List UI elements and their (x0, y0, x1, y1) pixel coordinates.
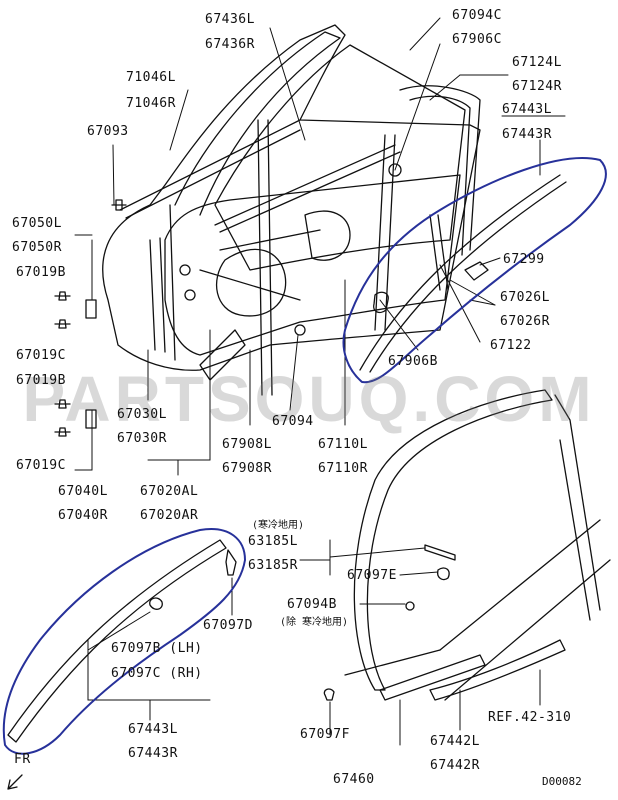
door-assembly (102, 24, 481, 396)
part-67443L-upper[interactable]: 67443L (502, 102, 552, 117)
part-63185L[interactable]: 63185L (248, 534, 298, 549)
part-67050L[interactable]: 67050L (12, 216, 62, 231)
part-67124R[interactable]: 67124R (512, 79, 562, 94)
reference-label[interactable]: REF.42-310 (488, 710, 572, 725)
part-67019B-1[interactable]: 67019B (16, 265, 66, 280)
part-63185R[interactable]: 63185R (248, 558, 298, 573)
part-67436R[interactable]: 67436R (205, 37, 255, 52)
note-except-cold-region: (除 寒冷地用) (280, 617, 349, 628)
figure-id: D00082 (542, 775, 582, 788)
part-67299[interactable]: 67299 (503, 252, 545, 267)
part-67442L[interactable]: 67442L (430, 734, 480, 749)
fasteners-left (54, 199, 127, 437)
part-67040L[interactable]: 67040L (58, 484, 108, 499)
part-67443R-lower[interactable]: 67443R (128, 746, 178, 761)
lower-molding (7, 539, 335, 743)
part-67030R[interactable]: 67030R (117, 431, 167, 446)
part-67908L[interactable]: 67908L (222, 437, 272, 452)
part-67094B[interactable]: 67094B (287, 597, 337, 612)
part-67908R[interactable]: 67908R (222, 461, 272, 476)
part-67050R[interactable]: 67050R (12, 240, 62, 255)
part-67442R[interactable]: 67442R (430, 758, 480, 773)
part-67019C-1[interactable]: 67019C (16, 348, 66, 363)
part-67443L-lower[interactable]: 67443L (128, 722, 178, 737)
note-cold-region: (寒冷地用) (252, 520, 305, 531)
part-67094[interactable]: 67094 (272, 414, 314, 429)
part-71046L[interactable]: 71046L (126, 70, 176, 85)
part-67040R[interactable]: 67040R (58, 508, 108, 523)
part-67026R[interactable]: 67026R (500, 314, 550, 329)
part-67906B[interactable]: 67906B (388, 354, 438, 369)
part-67026L[interactable]: 67026L (500, 290, 550, 305)
upper-molding (359, 174, 567, 373)
part-67030L[interactable]: 67030L (117, 407, 167, 422)
front-label: FR (14, 752, 31, 767)
part-67124L[interactable]: 67124L (512, 55, 562, 70)
part-67019B-2[interactable]: 67019B (16, 373, 66, 388)
highlight-outline-lower (2, 528, 246, 755)
part-67097F[interactable]: 67097F (300, 727, 350, 742)
part-67122[interactable]: 67122 (490, 338, 532, 353)
part-67443R-upper[interactable]: 67443R (502, 127, 552, 142)
part-67094C[interactable]: 67094C (452, 8, 502, 23)
leader-lines (74, 17, 566, 746)
part-67020AL[interactable]: 67020AL (140, 484, 199, 499)
body-weatherstrip (344, 389, 611, 701)
part-67020AR[interactable]: 67020AR (140, 508, 199, 523)
part-67436L[interactable]: 67436L (205, 12, 255, 27)
part-67460[interactable]: 67460 (333, 772, 375, 787)
part-67097B-lh[interactable]: 67097B (LH) (111, 641, 203, 656)
part-71046R[interactable]: 71046R (126, 96, 176, 111)
part-67906C[interactable]: 67906C (452, 32, 502, 47)
highlight-outline-upper (342, 157, 607, 384)
part-67097E[interactable]: 67097E (347, 568, 397, 583)
part-67097D[interactable]: 67097D (203, 618, 253, 633)
part-67019C-2[interactable]: 67019C (16, 458, 66, 473)
part-67093[interactable]: 67093 (87, 124, 129, 139)
part-67097C-rh[interactable]: 67097C (RH) (111, 666, 203, 681)
part-67110R[interactable]: 67110R (318, 461, 368, 476)
front-arrow-icon (7, 774, 23, 790)
part-67110L[interactable]: 67110L (318, 437, 368, 452)
